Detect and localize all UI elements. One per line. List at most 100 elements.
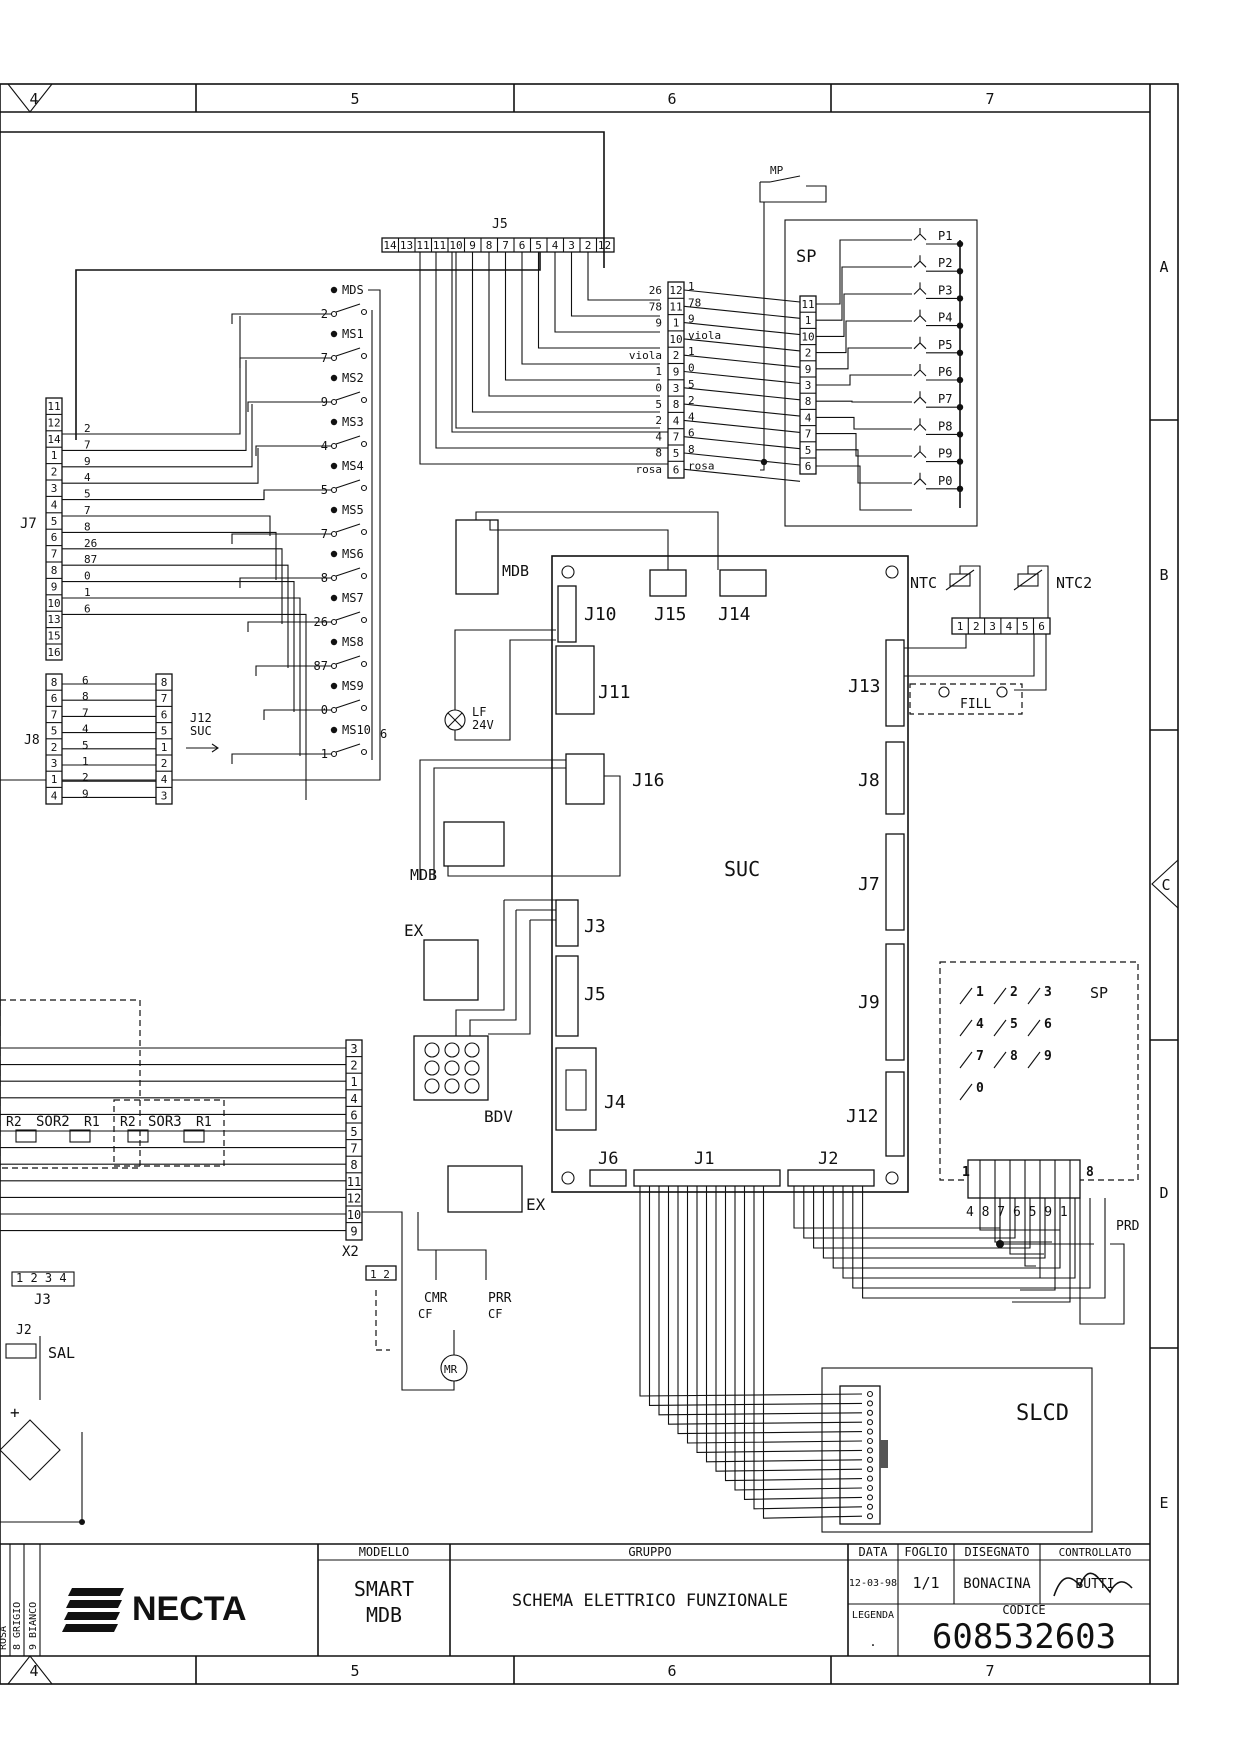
mid-strip-pin: 10	[669, 333, 682, 346]
wire	[816, 320, 912, 354]
wire	[959, 987, 973, 1005]
p-button-label: P2	[938, 256, 952, 270]
switch-contact	[360, 528, 368, 536]
mid-strip-pin: 2	[673, 349, 680, 362]
j7-wire-label: 0	[84, 570, 91, 583]
mid-left-wire-label: 0	[655, 382, 662, 395]
j7-wire-label: 1	[84, 586, 91, 599]
legenda-label: LEGENDA	[852, 1610, 894, 1621]
codice-value: 608532603	[932, 1617, 1116, 1657]
mid-strip-pin: 4	[673, 414, 680, 427]
j5-pin-label: 4	[552, 239, 559, 252]
wire	[62, 360, 247, 451]
switch-contact	[330, 442, 338, 450]
j8-right-pin: 5	[161, 725, 168, 738]
mr-label: MR	[444, 1363, 458, 1376]
j5-pin-label: 2	[585, 239, 592, 252]
wire	[816, 400, 912, 403]
j7-pin-label: 1	[51, 449, 58, 462]
row-label: C	[1161, 876, 1170, 894]
p-button-label: P5	[938, 338, 952, 352]
wire	[62, 613, 307, 800]
mid-right-wire-label: 2	[688, 394, 695, 407]
keypad-pin-labels: 4 8 7 6 5 9 1	[966, 1205, 1068, 1220]
switch-contact	[330, 398, 338, 406]
slcd-label: SLCD	[1016, 1401, 1069, 1426]
j7-wire-label: 26	[84, 537, 97, 550]
wire	[231, 753, 331, 764]
microswitch-label: MS9	[342, 679, 364, 693]
controllato-value: BUTTI	[1075, 1577, 1114, 1592]
slcd-pin	[866, 1494, 874, 1501]
keypad-key: 3	[1044, 985, 1052, 1000]
j7-wire-label: 2	[84, 422, 91, 435]
sp-pin-label: 3	[805, 379, 812, 392]
j5-pin-label: 7	[502, 239, 509, 252]
mid-strip-pin: 11	[669, 300, 682, 313]
wire	[705, 1186, 863, 1463]
wire	[816, 347, 912, 370]
j3-left-label: J3	[34, 1292, 51, 1308]
wire	[62, 515, 271, 536]
wire	[62, 316, 241, 435]
signature	[1053, 1572, 1133, 1597]
x2-pin: 12	[347, 1191, 361, 1205]
j2-left-label: J2	[16, 1323, 32, 1338]
sor2-label: SOR2	[36, 1114, 70, 1130]
switch-contact	[360, 396, 368, 404]
legend-rosa: ROSA	[0, 1626, 9, 1650]
microswitch-label: MS5	[342, 503, 364, 517]
j7-pin-label: 14	[47, 433, 61, 446]
x2-pin: 10	[347, 1208, 361, 1222]
disegnato-value: BONACINA	[963, 1576, 1031, 1592]
switch-contact	[360, 352, 368, 360]
wire	[247, 401, 331, 412]
wire	[335, 523, 361, 533]
j2-label: J2	[818, 1149, 838, 1169]
column-label: 5	[350, 90, 359, 108]
wire	[1024, 1198, 1036, 1267]
switch-contact	[360, 704, 368, 712]
j8-wire-label: 9	[82, 787, 89, 800]
j7-wire-label: 87	[84, 553, 97, 566]
fill-label: FILL	[960, 697, 991, 712]
x2-pin: 2	[350, 1059, 357, 1073]
x2-pin: 4	[350, 1092, 357, 1106]
j11-label: J11	[598, 682, 631, 703]
mid-left-wire-label: 8	[655, 447, 662, 460]
sp-pin-label: 7	[805, 428, 812, 441]
j6-label: J6	[598, 1149, 618, 1169]
j8-wire-label: 8	[82, 690, 89, 703]
wire	[570, 252, 660, 317]
suc-board: SUC J10 J15 J14 J11 J16 J3 J5 J4 J6 J1 J…	[551, 555, 909, 1193]
wire	[1027, 987, 1041, 1005]
foglio-value: 1/1	[912, 1574, 939, 1592]
mdb-top-label: MDB	[502, 562, 529, 580]
j8-left-pin: 8	[51, 676, 58, 689]
junction-dot	[330, 594, 338, 602]
j8-right-pin: 2	[161, 757, 168, 770]
mid-right-wire-label: 1	[688, 280, 695, 293]
j7-pin-label: 10	[47, 597, 60, 610]
p-button-label: P1	[938, 229, 952, 243]
p-button-label: P4	[938, 311, 952, 325]
mid-right-wire-label: viola	[688, 329, 721, 342]
x2-pin: 9	[350, 1225, 357, 1239]
j15-label: J15	[654, 604, 687, 625]
wire	[419, 252, 668, 465]
codice-label: CODICE	[1002, 1603, 1045, 1617]
slcd-pin	[866, 1466, 874, 1473]
wire	[724, 1186, 863, 1482]
modello-value-line2: MDB	[366, 1603, 402, 1627]
bdv-terminal	[444, 1078, 460, 1094]
suc-label: SUC	[724, 857, 760, 881]
j5-pin-label: 11	[416, 239, 429, 252]
push-button-icon	[913, 472, 927, 486]
wire	[832, 1186, 1061, 1269]
